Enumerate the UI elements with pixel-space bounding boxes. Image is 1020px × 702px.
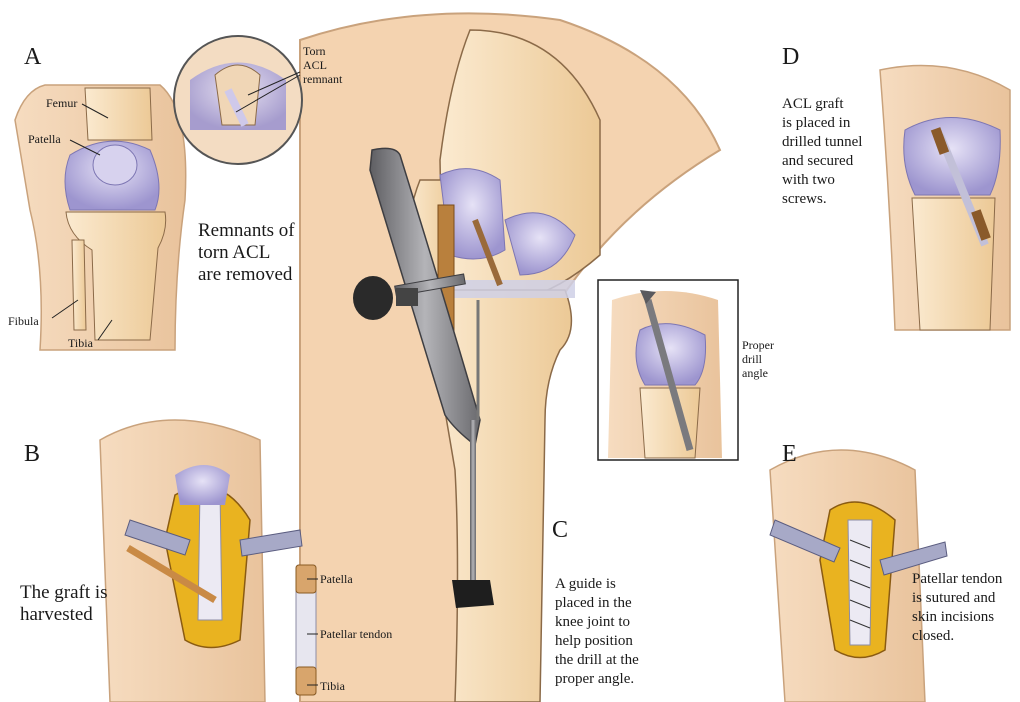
panel-label-c: C — [552, 517, 568, 544]
caption-b: The graft is harvested — [20, 582, 108, 626]
panel-label-d: D — [782, 44, 799, 71]
drill-angle-inset — [598, 280, 738, 460]
caption-d: ACL graft is placed in drilled tunnel an… — [782, 95, 862, 209]
label-tibia: Tibia — [68, 336, 93, 350]
label-torn-acl-remnant: Torn ACL remnant — [303, 44, 342, 86]
panel-b-knee-illustration — [100, 420, 316, 702]
panel-label-a: A — [24, 44, 41, 71]
label-graft-patella: Patella — [320, 572, 353, 586]
label-proper-drill-angle: Proper drill angle — [742, 338, 774, 380]
panel-d-knee-illustration — [880, 66, 1010, 331]
label-graft-patellar-tendon: Patellar tendon — [320, 627, 392, 641]
panel-label-b: B — [24, 441, 40, 468]
label-fibula: Fibula — [8, 314, 39, 328]
panel-a-knee-illustration — [15, 36, 302, 350]
label-patella: Patella — [28, 132, 61, 146]
caption-e: Patellar tendon is sutured and skin inci… — [912, 570, 1002, 646]
caption-c: A guide is placed in the knee joint to h… — [555, 575, 639, 689]
caption-a: Remnants of torn ACL are removed — [198, 220, 295, 286]
label-femur: Femur — [46, 96, 77, 110]
label-graft-tibia: Tibia — [320, 679, 345, 693]
panel-label-e: E — [782, 441, 797, 468]
